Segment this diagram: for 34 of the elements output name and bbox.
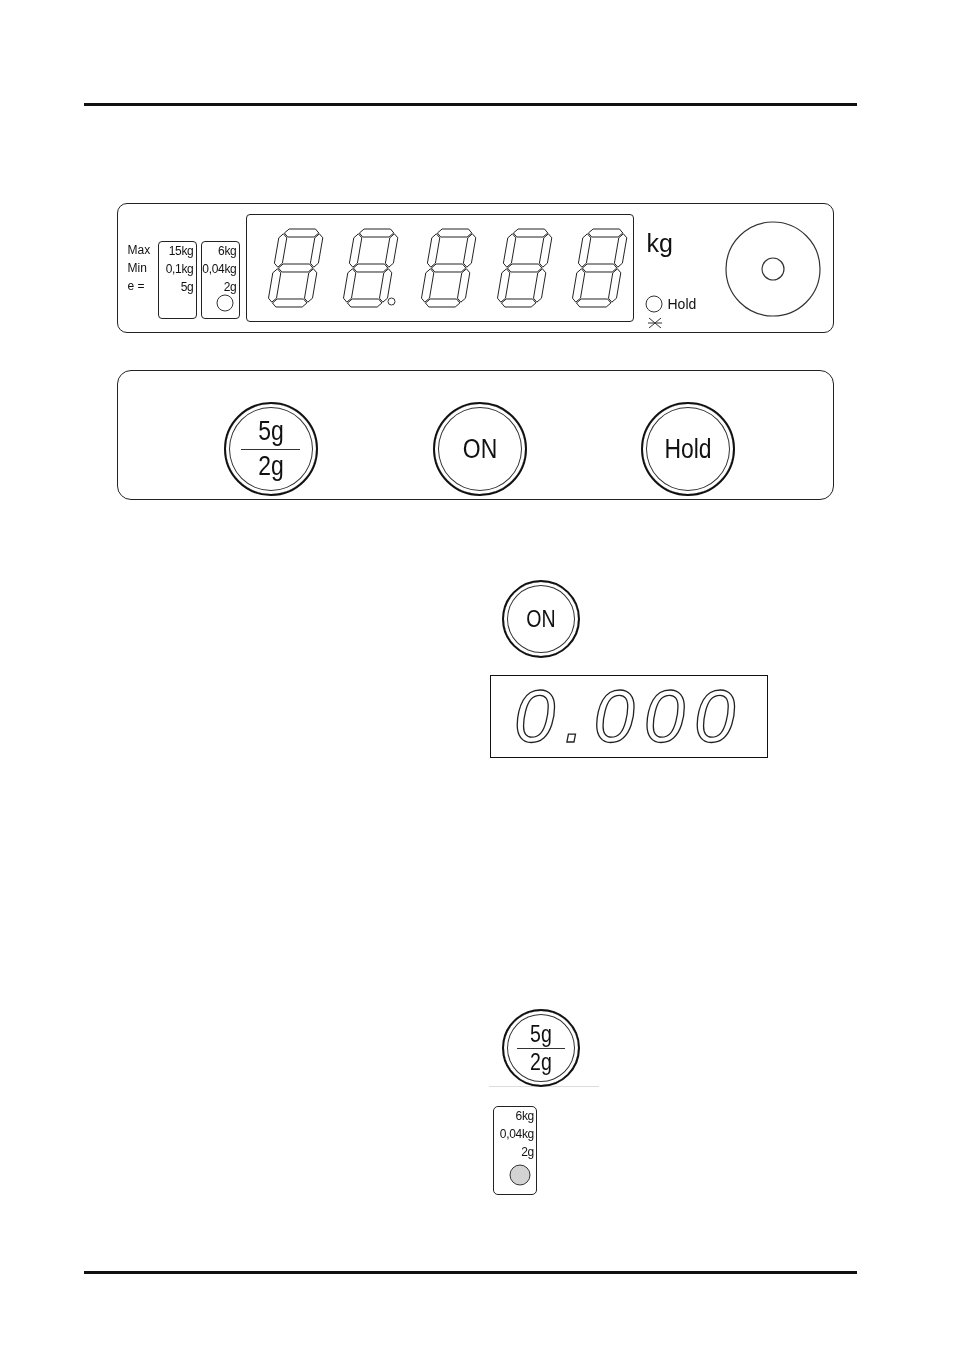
display-window [245,213,634,322]
key-label: 2g [530,1050,552,1074]
range-value: 6kg [515,1110,534,1122]
round-key [640,401,735,496]
round-key [502,1009,580,1087]
indicator-label: Hold [667,296,697,311]
row-label: Min [127,261,147,274]
range-value: 0,1kg [165,262,194,275]
row-label: Max [127,243,151,256]
range-value: 15kg [168,244,194,257]
round-key [502,580,580,658]
key-label: 5g [257,417,284,445]
unit-label: kg [646,230,673,256]
range-box [157,240,197,319]
range-value: 5g [180,280,194,293]
range-box [200,240,240,319]
key-label: ON [462,435,497,462]
round-key [432,401,527,496]
key-label: Hold [663,435,712,462]
row-label: e = [127,279,145,292]
display-reading: 0.000 [513,679,745,754]
key-label: 2g [257,452,284,480]
key-panel [117,370,834,500]
display-window [490,675,768,758]
range-value: 2g [223,280,237,293]
range-value: 0,04kg [202,262,237,275]
key-label: ON [526,607,556,631]
range-box [493,1106,537,1195]
key-label: 5g [530,1022,552,1046]
round-key [223,401,318,496]
range-value: 6kg [218,244,237,257]
range-value: 0,04kg [499,1128,534,1140]
range-value: 2g [521,1146,534,1158]
display-panel [117,203,834,333]
